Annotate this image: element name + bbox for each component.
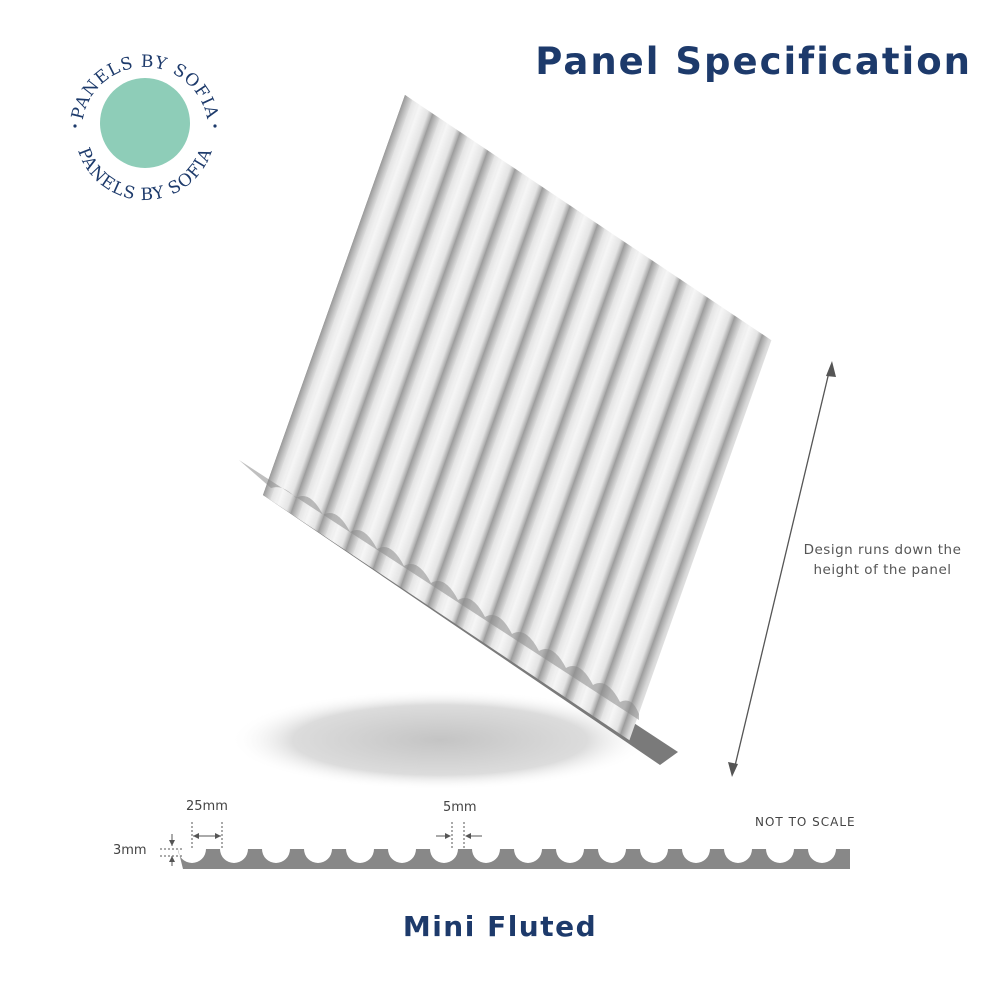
page-title: Panel Specification [535, 40, 972, 83]
logo-dot-right [213, 124, 217, 128]
direction-note-line2: height of the panel [813, 562, 952, 578]
brand-logo: PANELS BY SOFIA PANELS BY SOFIA [55, 40, 235, 220]
scale-note: NOT TO SCALE [755, 815, 856, 829]
gap-width-label: 5mm [443, 800, 477, 815]
depth-label: 3mm [113, 843, 147, 858]
logo-dot-left [73, 124, 77, 128]
product-name: Mini Fluted [402, 910, 598, 943]
panel-shadow [230, 690, 650, 790]
flute-width-label: 25mm [186, 799, 228, 814]
direction-note-line1: Design runs down the [803, 542, 962, 558]
panel-profile [178, 849, 850, 869]
dimension-markers [160, 822, 482, 866]
direction-note: Design runs down the height of the panel [795, 540, 970, 580]
panel-scallop-edge [239, 460, 639, 720]
panel-front-face [262, 95, 772, 741]
logo-circle [100, 78, 190, 168]
height-arrow [728, 361, 836, 777]
